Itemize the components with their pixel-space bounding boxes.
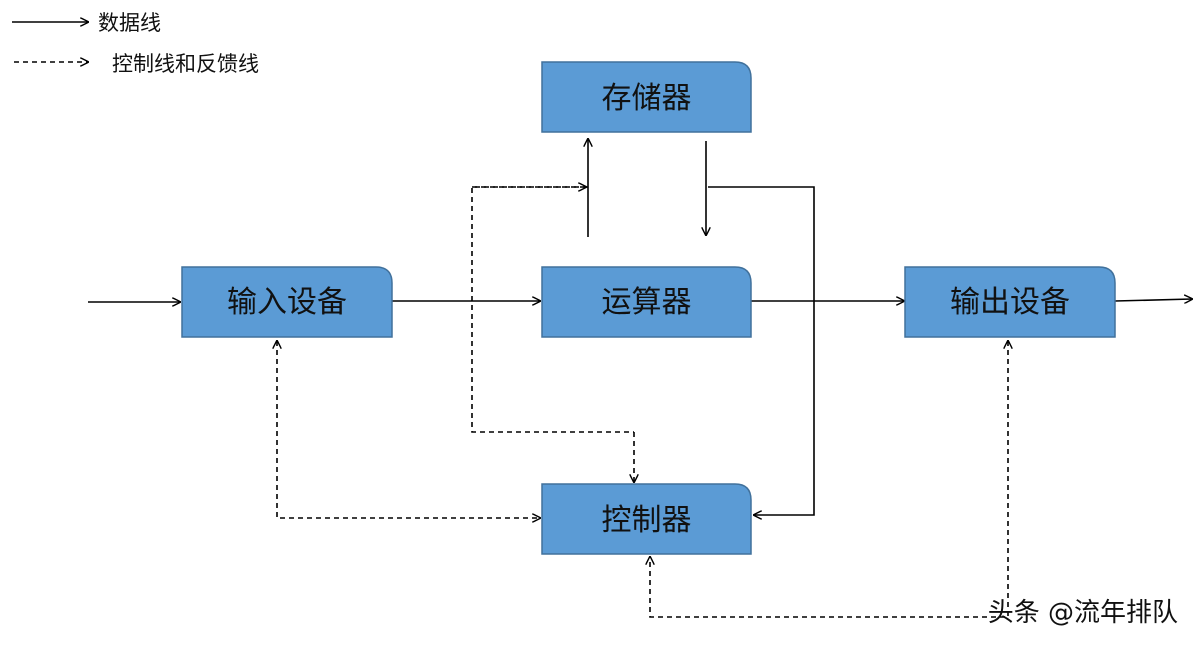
legend: 数据线 控制线和反馈线 xyxy=(12,11,259,76)
node-memory-label: 存储器 xyxy=(602,81,692,116)
node-controller: 控制器 xyxy=(541,483,752,555)
legend-data-line-label: 数据线 xyxy=(98,11,161,35)
legend-control-line-label: 控制线和反馈线 xyxy=(112,52,259,76)
node-alu: 运算器 xyxy=(541,266,752,338)
node-output-device-label: 输出设备 xyxy=(950,285,1070,320)
data-line-memory-to-controller xyxy=(708,186,815,515)
control-line-output-controller xyxy=(650,341,1008,618)
node-input-device: 输入设备 xyxy=(181,266,393,338)
node-input-device-label: 输入设备 xyxy=(227,285,347,320)
control-line-input-controller xyxy=(277,341,540,518)
watermark: 头条 @流年排队 xyxy=(988,598,1178,628)
control-lines xyxy=(277,187,1008,618)
node-memory: 存储器 xyxy=(541,61,752,133)
data-line-output-out xyxy=(1114,299,1192,301)
node-alu-label: 运算器 xyxy=(602,285,692,320)
node-output-device: 输出设备 xyxy=(904,266,1116,338)
node-controller-label: 控制器 xyxy=(602,503,692,538)
